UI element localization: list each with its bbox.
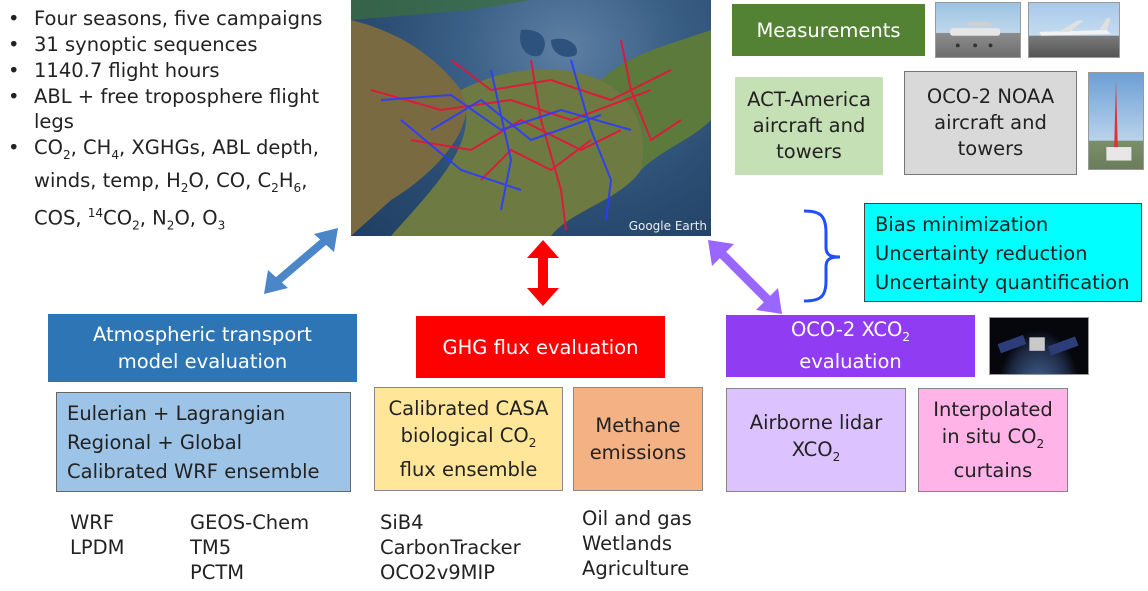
- model-label: PCTM: [190, 561, 245, 584]
- model-label: SiB4: [380, 511, 424, 534]
- bullet-item: 31 synoptic sequences: [6, 32, 346, 57]
- bias-line-1: Bias minimization: [875, 213, 1049, 236]
- aircraft-photo-1: [935, 2, 1021, 58]
- lidar-box: Airborne lidar XCO2: [726, 388, 906, 492]
- map-watermark: Google Earth: [628, 219, 707, 233]
- oco2-title-box: OCO-2 XCO2 evaluation: [726, 315, 975, 377]
- bullet-item: Four seasons, five campaigns: [6, 6, 346, 31]
- double-arrow-red-icon: [527, 240, 559, 306]
- model-label: Oil and gas: [582, 507, 692, 530]
- curtains-box: Interpolated in situ CO2 curtains: [918, 388, 1068, 492]
- model-label: OCO2v9MIP: [380, 561, 496, 584]
- transport-line-2: Regional + Global: [67, 431, 243, 454]
- transport-title-box: Atmospheric transport model evaluation: [48, 314, 357, 382]
- satellite-photo: [989, 317, 1089, 375]
- transport-line-1: Eulerian + Lagrangian: [67, 402, 286, 425]
- transport-models-col2: GEOS-Chem TM5 PCTM: [190, 510, 309, 585]
- model-label: CarbonTracker: [380, 536, 521, 559]
- double-arrow-blue-icon: [264, 228, 338, 294]
- casa-box: Calibrated CASA biological CO2 flux ense…: [374, 387, 563, 491]
- bullet-list: Four seasons, five campaigns 31 synoptic…: [6, 6, 346, 239]
- bias-box: Bias minimization Uncertainty reduction …: [864, 203, 1142, 302]
- lidar-text: Airborne lidar XCO2: [749, 411, 883, 464]
- oco2-title-text: OCO-2 XCO2 evaluation: [790, 317, 911, 374]
- model-label: Wetlands: [582, 532, 673, 555]
- double-arrow-purple-icon: [708, 240, 782, 314]
- aircraft-photo-2: [1028, 2, 1120, 58]
- transport-models-col1: WRF LPDM: [70, 510, 124, 560]
- flight-track-map: Google Earth: [351, 0, 711, 236]
- methane-box: Methane emissions: [573, 387, 703, 491]
- curtains-text: Interpolated in situ CO2 curtains: [933, 397, 1053, 483]
- bias-line-2: Uncertainty reduction: [875, 242, 1088, 265]
- model-label: WRF: [70, 511, 115, 534]
- map-graphic: [351, 0, 711, 236]
- act-america-box: ACT-America aircraft and towers: [735, 77, 883, 175]
- model-label: TM5: [190, 536, 232, 559]
- ghg-models-col2: Oil and gas Wetlands Agriculture: [582, 506, 692, 581]
- ghg-title-box: GHG flux evaluation: [416, 316, 665, 378]
- model-label: LPDM: [70, 536, 125, 559]
- casa-text: Calibrated CASA biological CO2 flux ense…: [388, 396, 549, 482]
- bullet-item: 1140.7 flight hours: [6, 58, 346, 83]
- bullet-item-chemistry: CO2, CH4, XGHGs, ABL depth, winds, temp,…: [6, 135, 346, 238]
- measurements-label: Measurements: [732, 4, 925, 56]
- ghg-models-col1: SiB4 CarbonTracker OCO2v9MIP: [380, 510, 521, 585]
- transport-line-3: Calibrated WRF ensemble: [67, 460, 320, 483]
- model-label: GEOS-Chem: [190, 511, 310, 534]
- brace-icon: [803, 209, 841, 303]
- oco2-noaa-box: OCO-2 NOAA aircraft and towers: [904, 71, 1077, 175]
- transport-body-box: Eulerian + Lagrangian Regional + Global …: [56, 392, 351, 492]
- bullet-item: ABL + free troposphere flight legs: [6, 84, 346, 134]
- tower-photo: [1088, 72, 1144, 170]
- bias-line-3: Uncertainty quantification: [875, 271, 1130, 294]
- model-label: Agriculture: [582, 557, 690, 580]
